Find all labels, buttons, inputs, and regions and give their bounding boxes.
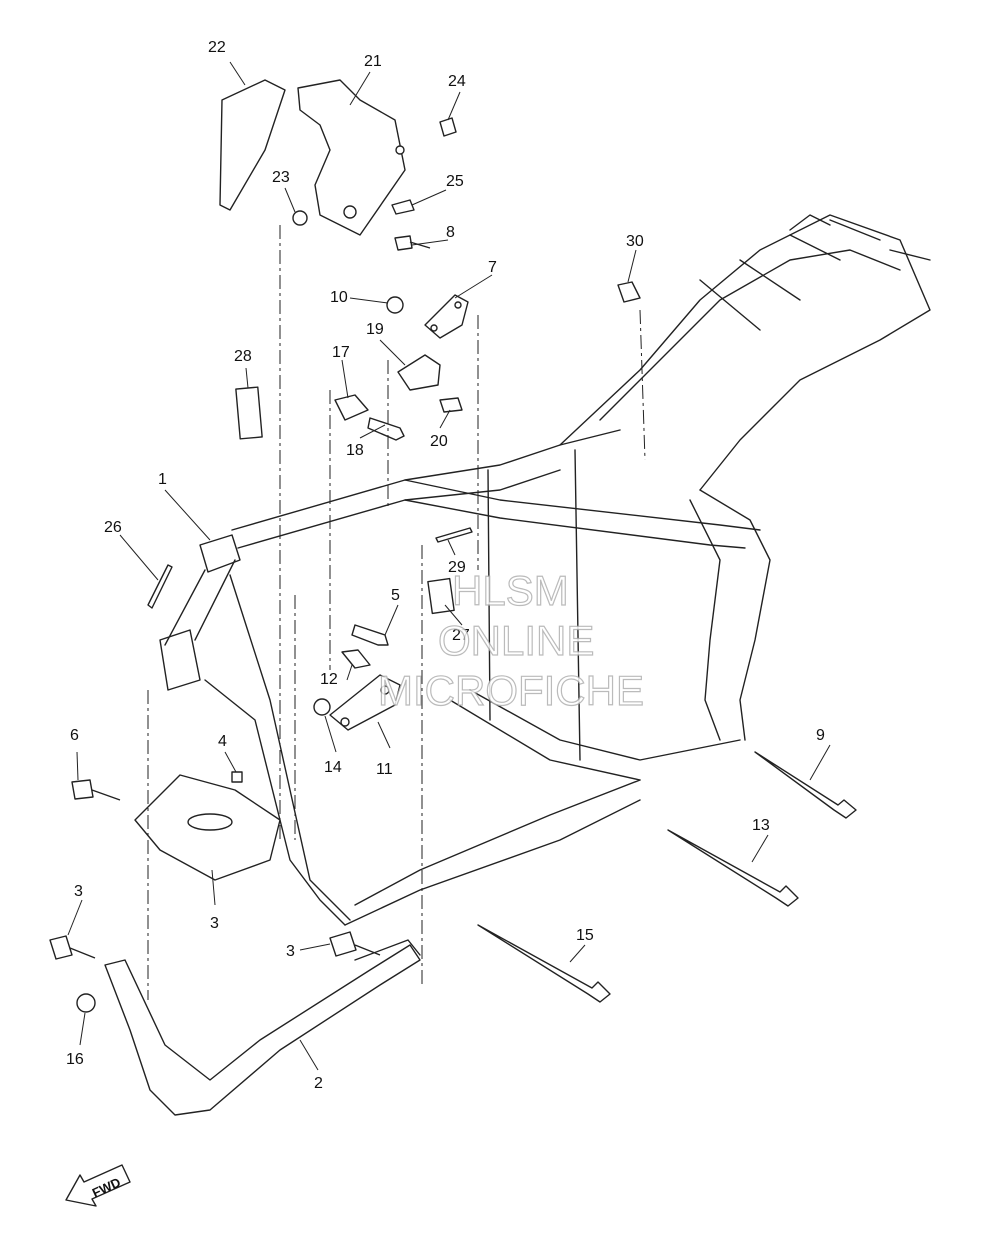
- callout-19: 18: [346, 442, 364, 459]
- collar-24: [292, 210, 308, 226]
- callout-24: 23: [272, 169, 290, 186]
- callout-27: 26: [104, 519, 122, 536]
- callout-23: 22: [208, 39, 226, 56]
- callout-3-right: 3: [286, 943, 295, 960]
- bolt-10: [754, 751, 857, 819]
- bracket-20: [397, 354, 441, 391]
- callout-16: 15: [576, 927, 594, 944]
- callout-22: 21: [364, 53, 382, 70]
- callout-29: 28: [234, 348, 252, 365]
- bolt-19: [367, 417, 405, 441]
- callout-8: 7: [488, 259, 497, 276]
- callout-7: 6: [70, 727, 79, 744]
- label-29: [235, 386, 263, 440]
- callout-11: 10: [330, 289, 348, 306]
- leader-lines: [67, 61, 831, 1071]
- callout-2: 2: [314, 1075, 323, 1092]
- nut-11: [386, 296, 404, 314]
- nut-17: [76, 993, 96, 1013]
- bracket-8: [424, 294, 469, 339]
- pin-5: [231, 771, 243, 783]
- callout-30: 29: [448, 559, 466, 576]
- bolt-3-left: [49, 935, 96, 960]
- clip-31: [617, 281, 641, 303]
- strip-30: [435, 527, 473, 543]
- bolt-6: [351, 624, 389, 646]
- callout-18: 17: [332, 344, 350, 361]
- alignment-lines: [147, 225, 646, 1000]
- bolt-13: [341, 649, 371, 669]
- bolt-3-right: [329, 931, 381, 957]
- callout-9: 8: [446, 224, 455, 241]
- forward-direction-arrow: FWD: [65, 1164, 131, 1207]
- callout-10: 9: [816, 727, 825, 744]
- bolt-7: [71, 779, 121, 801]
- callout-17: 16: [66, 1051, 84, 1068]
- callout-6: 5: [391, 587, 400, 604]
- cover-22: [297, 79, 406, 236]
- callout-1: 1: [158, 471, 167, 488]
- callout-21: 20: [430, 433, 448, 450]
- bolt-9: [394, 235, 431, 251]
- bracket-18: [334, 394, 369, 421]
- bolt-16: [477, 924, 611, 1003]
- callout-4: 3: [210, 915, 219, 932]
- strip-27: [147, 564, 173, 609]
- watermark-line-2: ONLINE: [438, 617, 594, 664]
- callout-25: 24: [448, 73, 466, 90]
- callout-26: 25: [446, 173, 464, 190]
- watermark: HLSM ONLINE MICROFICHE: [377, 566, 644, 714]
- callout-3-left: 3: [74, 883, 83, 900]
- callout-14: 13: [752, 817, 770, 834]
- nut-15: [313, 698, 331, 716]
- label-28: [427, 577, 455, 615]
- screw-26: [391, 199, 415, 215]
- main-frame: [159, 214, 931, 926]
- callout-28: 27: [452, 627, 470, 644]
- callout-20: 19: [366, 321, 384, 338]
- bolt-21: [439, 397, 463, 413]
- callout-13: 12: [320, 671, 338, 688]
- watermark-line-1: HLSM: [452, 567, 569, 614]
- side-cover-23: [219, 79, 286, 211]
- callout-5: 4: [218, 733, 227, 750]
- fwd-arrow-icon: [65, 1164, 131, 1207]
- bolt-25: [439, 117, 457, 137]
- watermark-line-3: MICROFICHE: [378, 667, 644, 714]
- parts: [49, 79, 857, 1116]
- cross-member-2: [104, 944, 421, 1116]
- callout-15: 14: [324, 759, 342, 776]
- callout-labels: 22 21 24 23 25 8 7 10 19 17 28 18 20 30 …: [66, 39, 825, 1092]
- callout-31: 30: [626, 233, 644, 250]
- bolt-14: [667, 829, 799, 907]
- callout-12: 11: [376, 761, 393, 778]
